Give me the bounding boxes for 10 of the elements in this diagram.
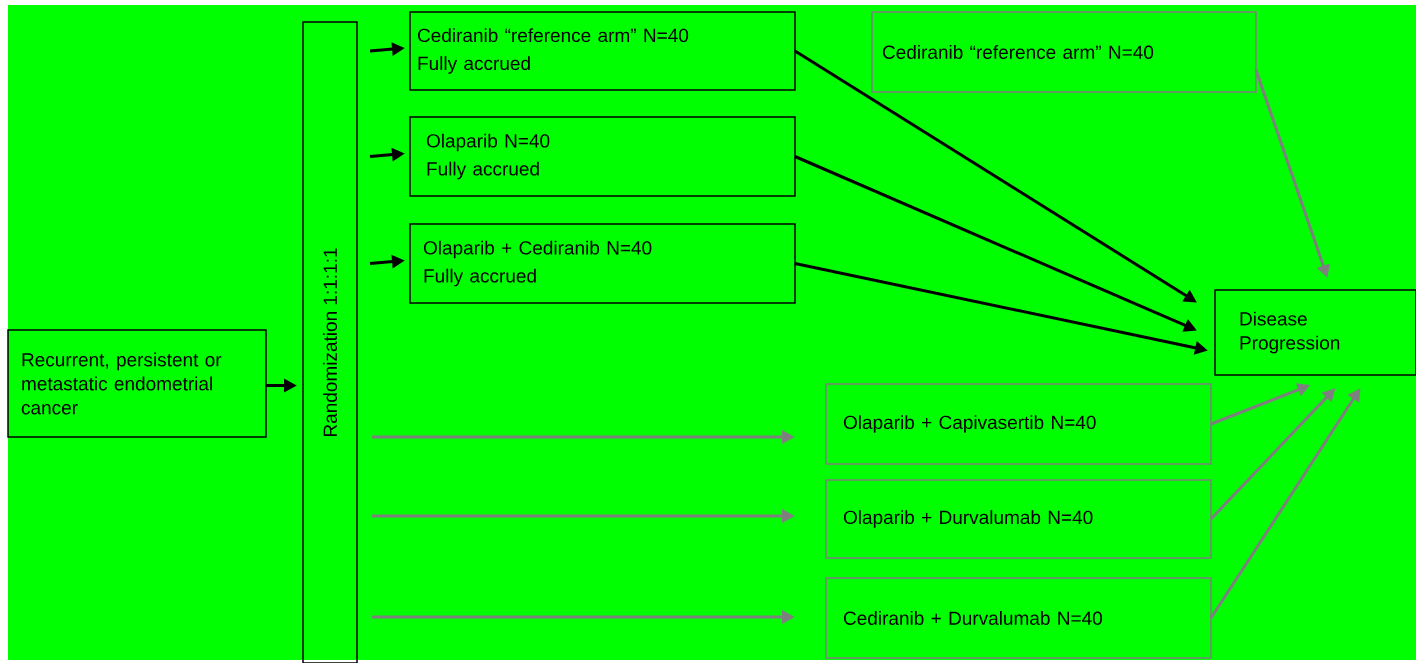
arm-box: Cediranib + Durvalumab N=40 — [825, 577, 1212, 659]
arm-box: Olaparib + Cediranib N=40 Fully accrued — [409, 223, 796, 304]
outcome-box: Disease Progression — [1214, 289, 1416, 376]
arm-box: Cediranib “reference arm” N=40 — [871, 11, 1257, 93]
arm-box: Cediranib “reference arm” N=40 Fully accrued — [409, 11, 796, 91]
arm-box: Olaparib + Durvalumab N=40 — [825, 479, 1212, 559]
randomization-bar: Randomization 1:1:1:1 — [302, 21, 358, 663]
process-box: Recurrent, persistent or metastatic endometrial cancer — [7, 329, 267, 438]
arm-box: Olaparib + Capivasertib N=40 — [825, 383, 1212, 465]
arm-box: Olaparib N=40 Fully accrued — [409, 116, 796, 197]
